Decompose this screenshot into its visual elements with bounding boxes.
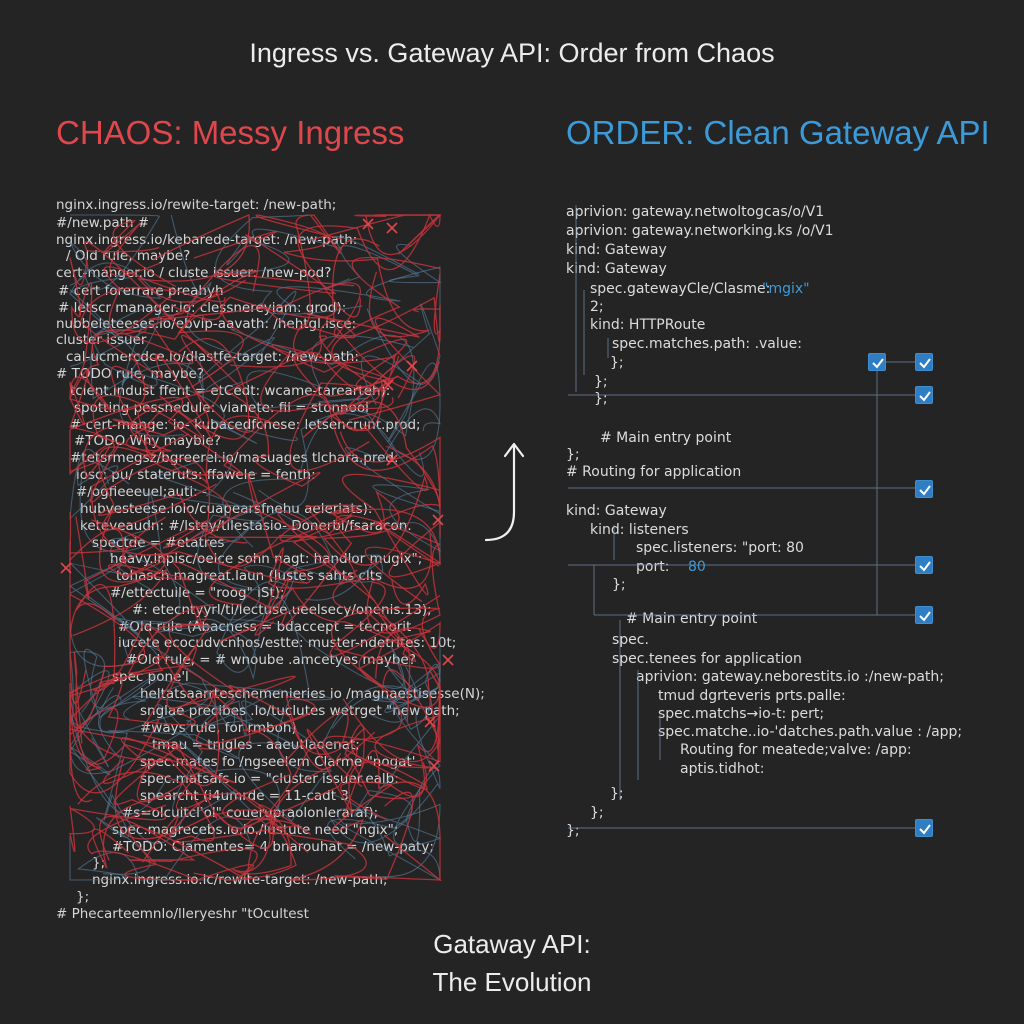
chaos-code-line: spec.matsafs io = "cluster issuer.ealb: (140, 771, 399, 787)
x-mark-icon (428, 760, 440, 772)
chaos-code-line: tcient.indust ffent = etCedt: wcame-tare… (70, 383, 391, 399)
order-code-line: }; (566, 447, 580, 463)
checkbox-checked-icon (915, 480, 933, 498)
chaos-code-line: nginx.ingress.io/kebarede-target: /new-p… (56, 232, 358, 248)
order-code-line: 2; (590, 299, 604, 315)
order-code-line: aprivion: gateway.neborestits.io :/new-p… (636, 669, 945, 685)
chaos-code-line: tmau = tnigles - aaeutlaoenat; (152, 737, 360, 753)
chaos-code-line: #tetsrmegsz/bgreerel.io/masuages tlchara… (70, 450, 399, 466)
footer-line-1: Gataway API: (433, 929, 591, 959)
footer-line-2: The Evolution (432, 967, 592, 997)
order-code-line: "mgix" (762, 281, 810, 297)
chaos-code-line: iosc: pu/ stateruts: ffawele = fenth: (76, 467, 316, 483)
chaos-code-line: spec pone'l (112, 669, 189, 685)
order-code-line: 80 (688, 559, 706, 575)
chaos-code-line: #s=olcuitcl'ol" couerupraolonleraraf); (122, 805, 379, 821)
chaos-code-line: hubvesteese.lolo/cuapearsfnehu aeleriats… (80, 501, 373, 517)
order-code-line: aptis.tidhot: (680, 761, 765, 777)
chaos-code-line: #TODO Why maybie? (74, 433, 221, 449)
checkbox-checked-icon (915, 819, 933, 837)
chaos-code-line: nginx.ingress.io/rewite-target: /new-pat… (56, 197, 337, 213)
chaos-code-line: # TODO rule, maybe? (56, 366, 204, 382)
chaos-code-line: # Phecarteemnlo/lleryeshr "tOcultest (56, 906, 309, 922)
order-code-line: kind: Gateway (566, 242, 667, 258)
chaos-code-line: snglae precibes .lo/tuclutes wetrget "ne… (140, 703, 460, 719)
order-code-line: port: (636, 559, 670, 575)
checkbox-checked-icon (915, 606, 933, 624)
x-mark-icon (60, 562, 72, 574)
checkbox-checked-icon (915, 556, 933, 574)
order-code-line: }; (566, 823, 580, 839)
order-code-line: }; (590, 805, 604, 821)
order-code-line: spec.tenees for application (612, 651, 802, 667)
order-code-line: }; (612, 577, 626, 593)
order-code-line: spec.matchs→io-t: pert; (658, 706, 825, 722)
chaos-code-line: # cert forerrare preahyh (58, 283, 224, 299)
scribble-stroke (69, 670, 122, 776)
order-code-line: spec. (612, 632, 649, 648)
scribble-stroke (324, 243, 442, 290)
order-code-line: }; (594, 391, 608, 407)
checkbox-checked-icon (915, 386, 933, 404)
chaos-code-line: #/ettectuile = "roog" iSt); (110, 585, 285, 601)
chaos-code-line: #/new.path # (56, 215, 150, 231)
page-title: Ingress vs. Gateway API: Order from Chao… (249, 38, 775, 68)
order-code-line: kind: listeners (590, 522, 689, 538)
chaos-code-line: cal-ucmercdce.lo/dlastfe-target: /new-pa… (66, 349, 359, 365)
checkbox-checked-icon (915, 353, 933, 371)
chaos-code-line: #: etecntyyrl/ti/lectuse.ueelsecy/onenis… (132, 602, 432, 618)
x-mark-icon (442, 654, 454, 666)
chaos-code-line: cluster issuer (56, 332, 147, 348)
order-code-line: # Routing for application (566, 464, 742, 480)
chaos-code-line: #Old rule, = # wnoube .amcetyes maybe? (126, 652, 416, 668)
chaos-code-line: nginx.ingress.io.lc/rewite-target: /new-… (92, 872, 388, 888)
order-code-line: spec.matches.path: .value: (612, 336, 802, 352)
chaos-code-line: cert-manger.io / cluste issuer: /new-pod… (56, 265, 332, 281)
chaos-code-line: heavy.inpisc/oeice sohn nagt: handlor mu… (110, 551, 423, 567)
chaos-code-line: # letscr manager.io: clessnereyiam: grod… (58, 300, 347, 316)
order-code-line: }; (610, 786, 624, 802)
order-code-line: # Main entry point (600, 430, 732, 446)
footer-caption: Gataway API: The Evolution (0, 925, 1024, 1001)
x-mark-icon (406, 360, 418, 372)
chaos-code-line: spotting pessnedule: vianete: fil = ston… (74, 400, 369, 416)
order-code-line: kind: Gateway (566, 261, 667, 277)
chaos-code-line: nubbeleteeses.io/ebvip-aavath: /hehtgl.i… (56, 316, 357, 332)
order-code-line: aprivion: gateway.netwoltogcas/o/V1 (566, 204, 825, 220)
chaos-code-line: / Old rule, maybe? (66, 248, 191, 264)
chaos-code-line: #ways rule, for rmboh) (140, 720, 297, 736)
order-code-line: spec.matche..io-'datches.path.value : /a… (658, 724, 963, 740)
order-code-line: Routing for meatede;valve: /app: (680, 742, 912, 758)
chaos-code-line: spearcht (i4umrde = 11-cadt 3 (140, 788, 349, 804)
order-code-line: }; (610, 355, 624, 371)
chaos-code-line: iucete ecocudvcnhos/estte: muster-ndetri… (118, 635, 457, 651)
x-mark-icon (386, 222, 398, 234)
chaos-code-line: spec.magrecebs.io.lo./lustute need "ngix… (112, 822, 399, 838)
chaos-code-line: }; (92, 855, 106, 871)
chaos-code-line: #TODO: Clamentes= 4 bnarouhat = /new-pat… (112, 839, 434, 855)
order-heading: ORDER: Clean Gateway API (566, 114, 990, 151)
x-mark-icon (362, 218, 374, 230)
chaos-code-line: keteveaudn: #/lstey/tilestasio- Donerbl/… (80, 518, 412, 534)
chaos-code-line: spec.mates fo /ngseelem Clarme "nogat' (140, 754, 416, 770)
chaos-code-line: }; (76, 889, 90, 905)
order-code-line: }; (594, 374, 608, 390)
order-code-line: kind: HTTPRoute (590, 317, 706, 333)
chaos-code-line: #Old rule (Abacness = bdaccept = tecnori… (118, 619, 412, 635)
chaos-code-line: spectde = #etatres (92, 535, 225, 551)
chaos-code-line: # cert-mange: io- kubacedfcnese: letsenc… (70, 417, 421, 433)
order-code-line: # Main entry point (626, 611, 758, 627)
order-code-line: spec.listeners: "port: 80 (636, 540, 804, 556)
checkbox-checked-icon (868, 353, 886, 371)
chaos-code-line: heltatsaarrteschemenieries io /magnaesti… (140, 686, 485, 702)
order-code-line: tmud dgrteveris prts.palle: (658, 688, 846, 704)
chaos-heading: CHAOS: Messy Ingress (56, 114, 405, 151)
chaos-code-line: #/ogfieeeuel;auti: - (76, 484, 207, 500)
order-code-line: aprivion: gateway.networking.ks /o/V1 (566, 223, 834, 239)
chaos-code-line: tohasch magreat.laun (lustes sahts clts (116, 568, 383, 584)
order-code-line: spec.gatewayCle/Clasme: (590, 281, 771, 297)
order-code-line: kind: Gateway (566, 503, 667, 519)
x-mark-icon (432, 514, 444, 526)
